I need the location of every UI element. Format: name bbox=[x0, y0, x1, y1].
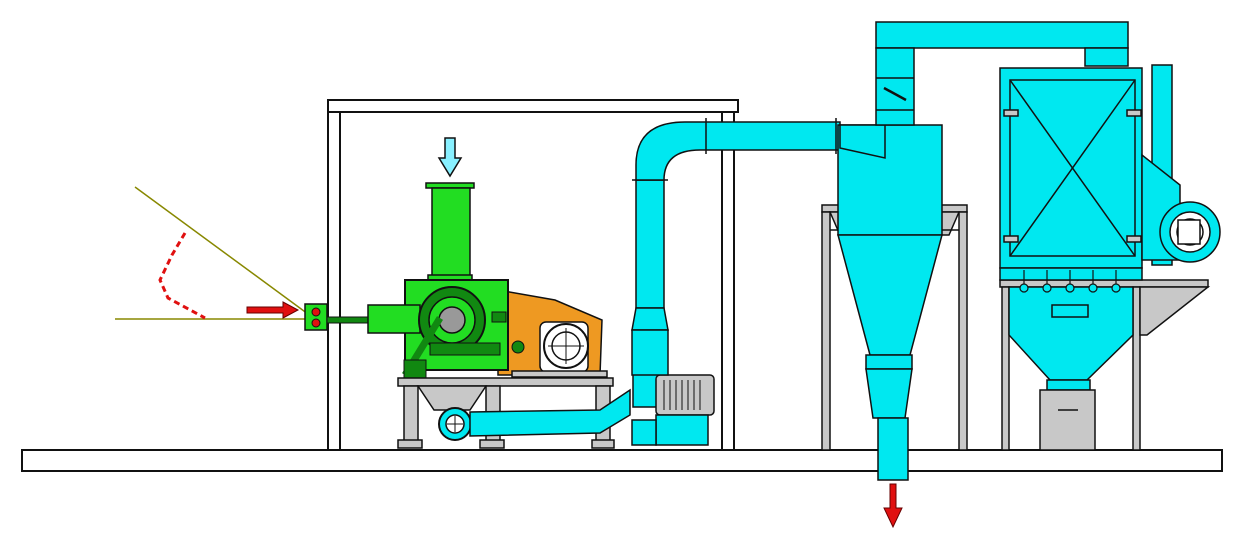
elbow-duct bbox=[635, 118, 841, 181]
product-discharge-arrow bbox=[883, 483, 903, 529]
bag-filter-dust-collector bbox=[999, 67, 1143, 391]
cyclone-outlet-duct bbox=[875, 21, 1129, 126]
feed-arrow-horizontal bbox=[246, 301, 300, 319]
exhaust-fan bbox=[1141, 64, 1221, 266]
feed-shaft bbox=[326, 316, 373, 324]
base-skid bbox=[21, 449, 1223, 472]
drive-motor bbox=[511, 321, 608, 378]
discharge-bin bbox=[1039, 389, 1096, 451]
filter-frame bbox=[999, 279, 1211, 451]
transfer-duct bbox=[469, 388, 631, 437]
fan-motor bbox=[632, 371, 715, 446]
cyclone-separator bbox=[837, 124, 943, 481]
mill-stand bbox=[397, 377, 615, 449]
feed-inlet-arrow bbox=[437, 137, 463, 178]
sensor-box bbox=[304, 303, 328, 331]
riser-duct bbox=[631, 179, 669, 446]
pulse-valves bbox=[1019, 270, 1121, 293]
sensor-beam-lines bbox=[115, 186, 309, 320]
transfer-fan bbox=[438, 407, 472, 441]
mill-hopper bbox=[425, 182, 475, 282]
support-frame bbox=[327, 99, 739, 451]
hammer-mill bbox=[367, 279, 525, 381]
